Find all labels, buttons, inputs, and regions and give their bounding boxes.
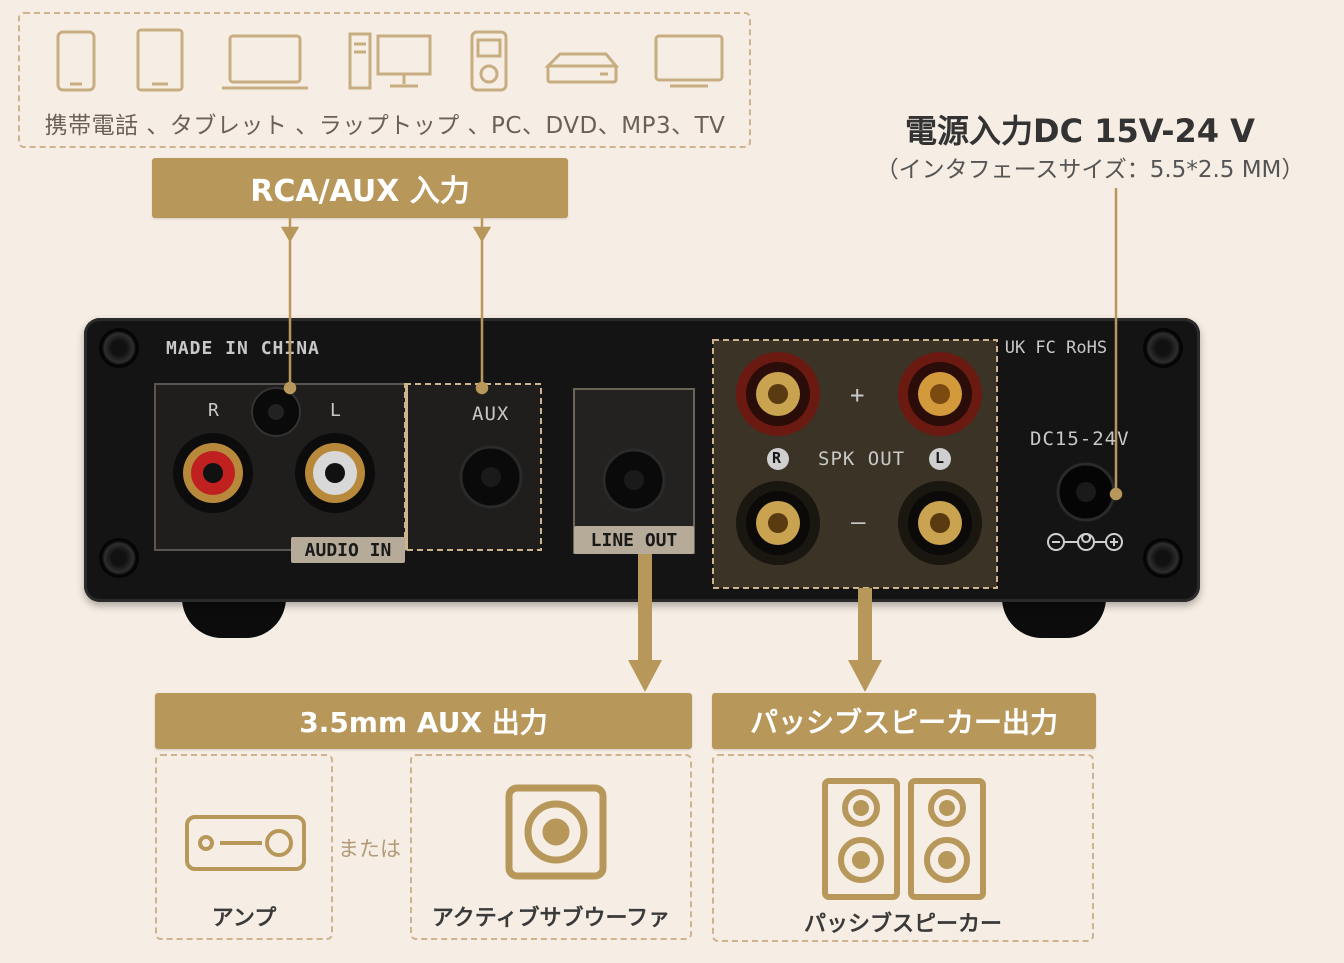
aux-label: AUX: [472, 403, 510, 425]
screw-icon: [102, 541, 136, 575]
dc-input-title: 電源入力DC 15V-24 V: [905, 112, 1255, 150]
rca-right-jack-icon: [173, 433, 253, 513]
rca-aux-input-label: RCA/AUX 入力: [152, 158, 568, 218]
certifications-label: C€ UK FC RoHS: [974, 338, 1108, 358]
aux-jack-small-icon: [251, 387, 301, 437]
pc-icon: [348, 32, 432, 90]
screw-icon: [102, 331, 136, 365]
screw-icon: [1146, 331, 1180, 365]
screw-icon: [1146, 541, 1180, 575]
mp3-player-icon: [470, 30, 508, 92]
tablet-icon: [136, 28, 184, 92]
spk-out-label: SPK OUT: [818, 448, 906, 470]
speaker-terminal-r-plus-icon: [736, 352, 820, 436]
amp-label: アンプ: [211, 906, 277, 931]
spk-r-label: R: [772, 449, 783, 467]
aux-output-text: 3.5mm AUX 出力: [299, 706, 548, 739]
rca-left-jack-icon: [295, 433, 375, 513]
amp-box: [155, 754, 333, 940]
laptop-icon: [222, 34, 308, 90]
input-devices-box: [18, 12, 751, 148]
made-in-label: MADE IN CHINA: [166, 338, 320, 359]
dc-input-subtitle: （インタフェースサイズ：5.5*2.5 MM）: [875, 157, 1305, 183]
audio-in-tag: AUDIO IN: [291, 537, 405, 563]
dc-rating-label: DC15-24V: [1030, 428, 1130, 450]
subwoofer-label: アクティブサブウーファ: [431, 906, 671, 931]
rca-aux-input-text: RCA/AUX 入力: [250, 174, 470, 209]
input-devices-caption: 携帯電話 、タブレット 、ラップトップ 、PC、DVD、MP3、TV: [44, 113, 726, 139]
speaker-terminal-l-plus-icon: [898, 352, 982, 436]
passive-speaker-output-label: パッシブスピーカー出力: [712, 693, 1096, 749]
passive-speaker-output-text: パッシブスピーカー出力: [749, 706, 1058, 739]
dc-power-jack-icon: [1056, 462, 1116, 522]
tv-icon: [654, 34, 724, 88]
spk-minus-label: –: [851, 508, 867, 536]
subwoofer-box: [410, 754, 692, 940]
or-label: または: [338, 837, 401, 861]
aux-output-label: 3.5mm AUX 出力: [155, 693, 692, 749]
dvd-player-icon: [544, 52, 620, 84]
aux-jack-icon: [459, 445, 523, 509]
line-out-jack-icon: [602, 448, 666, 512]
phone-icon: [56, 30, 96, 92]
dc-polarity-icon: [1047, 533, 1123, 551]
subwoofer-icon: [505, 784, 607, 880]
speaker-pair-icon: [822, 778, 986, 900]
passive-speaker-label: パッシブスピーカー: [803, 912, 1002, 937]
amplifier-icon: [185, 815, 306, 871]
rca-l-label: L: [330, 400, 342, 421]
spk-l-label: L: [935, 449, 946, 467]
passive-speaker-box: [712, 754, 1094, 942]
spk-plus-label: +: [850, 381, 866, 409]
speaker-terminal-l-minus-icon: [898, 481, 982, 565]
line-out-tag: LINE OUT: [574, 526, 694, 554]
speaker-terminal-r-minus-icon: [736, 481, 820, 565]
rca-r-label: R: [208, 400, 220, 421]
